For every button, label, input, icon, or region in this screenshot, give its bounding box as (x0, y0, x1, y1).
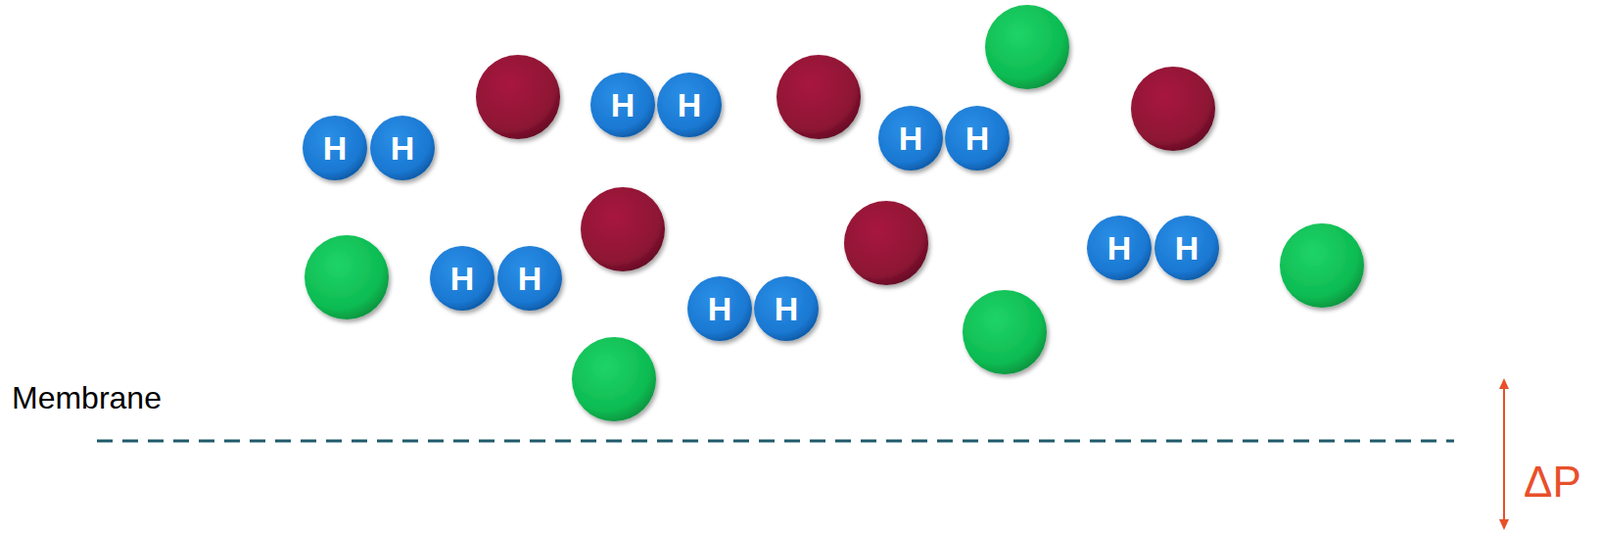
hydrogen-atom: H (656, 71, 723, 139)
green-particle (1279, 223, 1365, 308)
red-particle (475, 54, 561, 140)
green-particles (304, 4, 1365, 422)
atom-symbol: H (1107, 231, 1132, 265)
hydrogen-atom: H (752, 275, 820, 342)
atom-symbol: H (517, 261, 543, 295)
red-particles (475, 54, 1216, 285)
red-particle (776, 54, 861, 140)
hydrogen-atom: H (301, 114, 369, 182)
atom-symbol: H (965, 121, 990, 155)
atom-symbol: H (677, 88, 703, 122)
green-particle (962, 289, 1047, 375)
atom-symbol: H (323, 131, 348, 165)
red-particle (1130, 66, 1216, 151)
hydrogen-atom: H (369, 114, 436, 182)
atom-symbol: H (774, 291, 800, 326)
hydrogen-atom: H (1085, 214, 1153, 282)
atom-symbol: H (390, 131, 416, 165)
hydrogen-atom: H (1153, 214, 1221, 282)
membrane-line (96, 439, 1455, 443)
red-particle (844, 200, 929, 285)
hydrogen-atom: H (496, 244, 564, 312)
hydrogen-atom: H (877, 104, 944, 172)
membrane-label: Membrane (11, 381, 162, 414)
red-particle (580, 187, 665, 272)
hydrogen-atom: H (589, 71, 657, 139)
green-particle (985, 4, 1070, 90)
atom-symbol: H (898, 121, 924, 155)
green-particle (571, 336, 657, 422)
pressure-arrow (1499, 377, 1509, 530)
hydrogen-atom: H (943, 104, 1011, 172)
green-particle (304, 235, 389, 320)
pressure-label: ΔP (1523, 460, 1582, 504)
atom-symbol: H (707, 291, 733, 326)
atom-symbol: H (450, 261, 475, 295)
hydrogen-atom: H (686, 275, 753, 342)
atom-symbol: H (611, 88, 636, 122)
atom-symbol: H (1175, 231, 1200, 265)
hydrogen-atom: H (428, 244, 496, 312)
